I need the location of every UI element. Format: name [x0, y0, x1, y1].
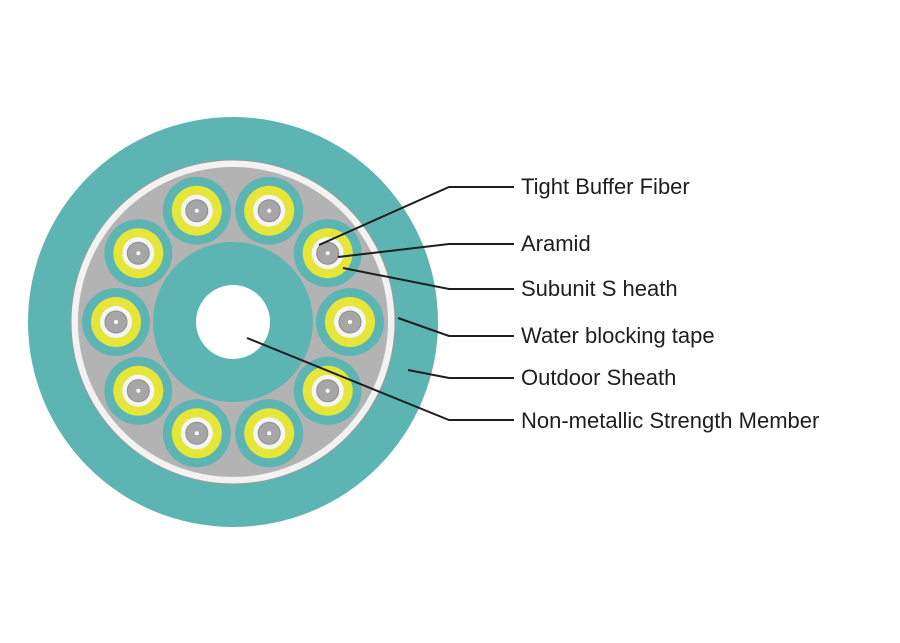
- label-strength-member: Non-metallic Strength Member: [521, 408, 819, 433]
- leader-line-water-blocking-tape: [397, 317, 514, 337]
- fiber-center: [114, 320, 118, 324]
- leader-line-aramid: [337, 243, 514, 258]
- leader-line-tight-buffer-fiber: [318, 186, 514, 246]
- fiber-center: [325, 388, 330, 393]
- subunit: [235, 399, 304, 468]
- fiber-center: [136, 251, 141, 256]
- leader-line-strength-member: [246, 337, 514, 421]
- subunit: [104, 356, 173, 425]
- central-strength-member: [196, 285, 270, 359]
- leader-line-outdoor-sheath: [407, 369, 514, 379]
- subunit: [162, 399, 231, 468]
- subunit: [293, 356, 362, 425]
- fiber-center: [325, 251, 330, 256]
- label-water-blocking-tape: Water blocking tape: [521, 323, 715, 348]
- subunit: [82, 288, 150, 356]
- label-subunit-sheath: Subunit S heath: [521, 276, 678, 301]
- label-outdoor-sheath: Outdoor Sheath: [521, 365, 676, 390]
- subunit: [235, 176, 304, 245]
- fiber-center: [348, 320, 352, 324]
- fiber-center: [194, 431, 199, 436]
- subunit-group: [82, 176, 384, 468]
- fiber-center: [267, 208, 272, 213]
- subunit: [293, 219, 362, 288]
- label-aramid: Aramid: [521, 231, 591, 256]
- label-tight-buffer-fiber: Tight Buffer Fiber: [521, 174, 690, 199]
- subunit: [104, 219, 173, 288]
- fiber-center: [267, 431, 272, 436]
- leader-line-subunit-sheath: [342, 267, 514, 290]
- fiber-center: [194, 208, 199, 213]
- subunit: [162, 176, 231, 245]
- subunit: [316, 288, 384, 356]
- fiber-center: [136, 388, 141, 393]
